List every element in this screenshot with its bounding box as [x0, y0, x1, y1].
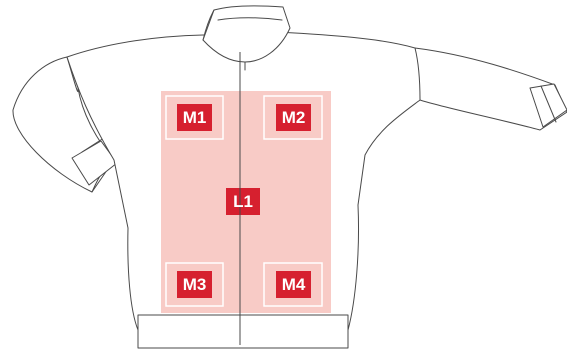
zone-label-m4: M4 [276, 271, 311, 298]
zone-label-m1: M1 [177, 104, 212, 131]
zone-label-m3: M3 [177, 271, 212, 298]
zone-label-l1: L1 [226, 188, 260, 215]
zone-label-m2: M2 [276, 104, 311, 131]
